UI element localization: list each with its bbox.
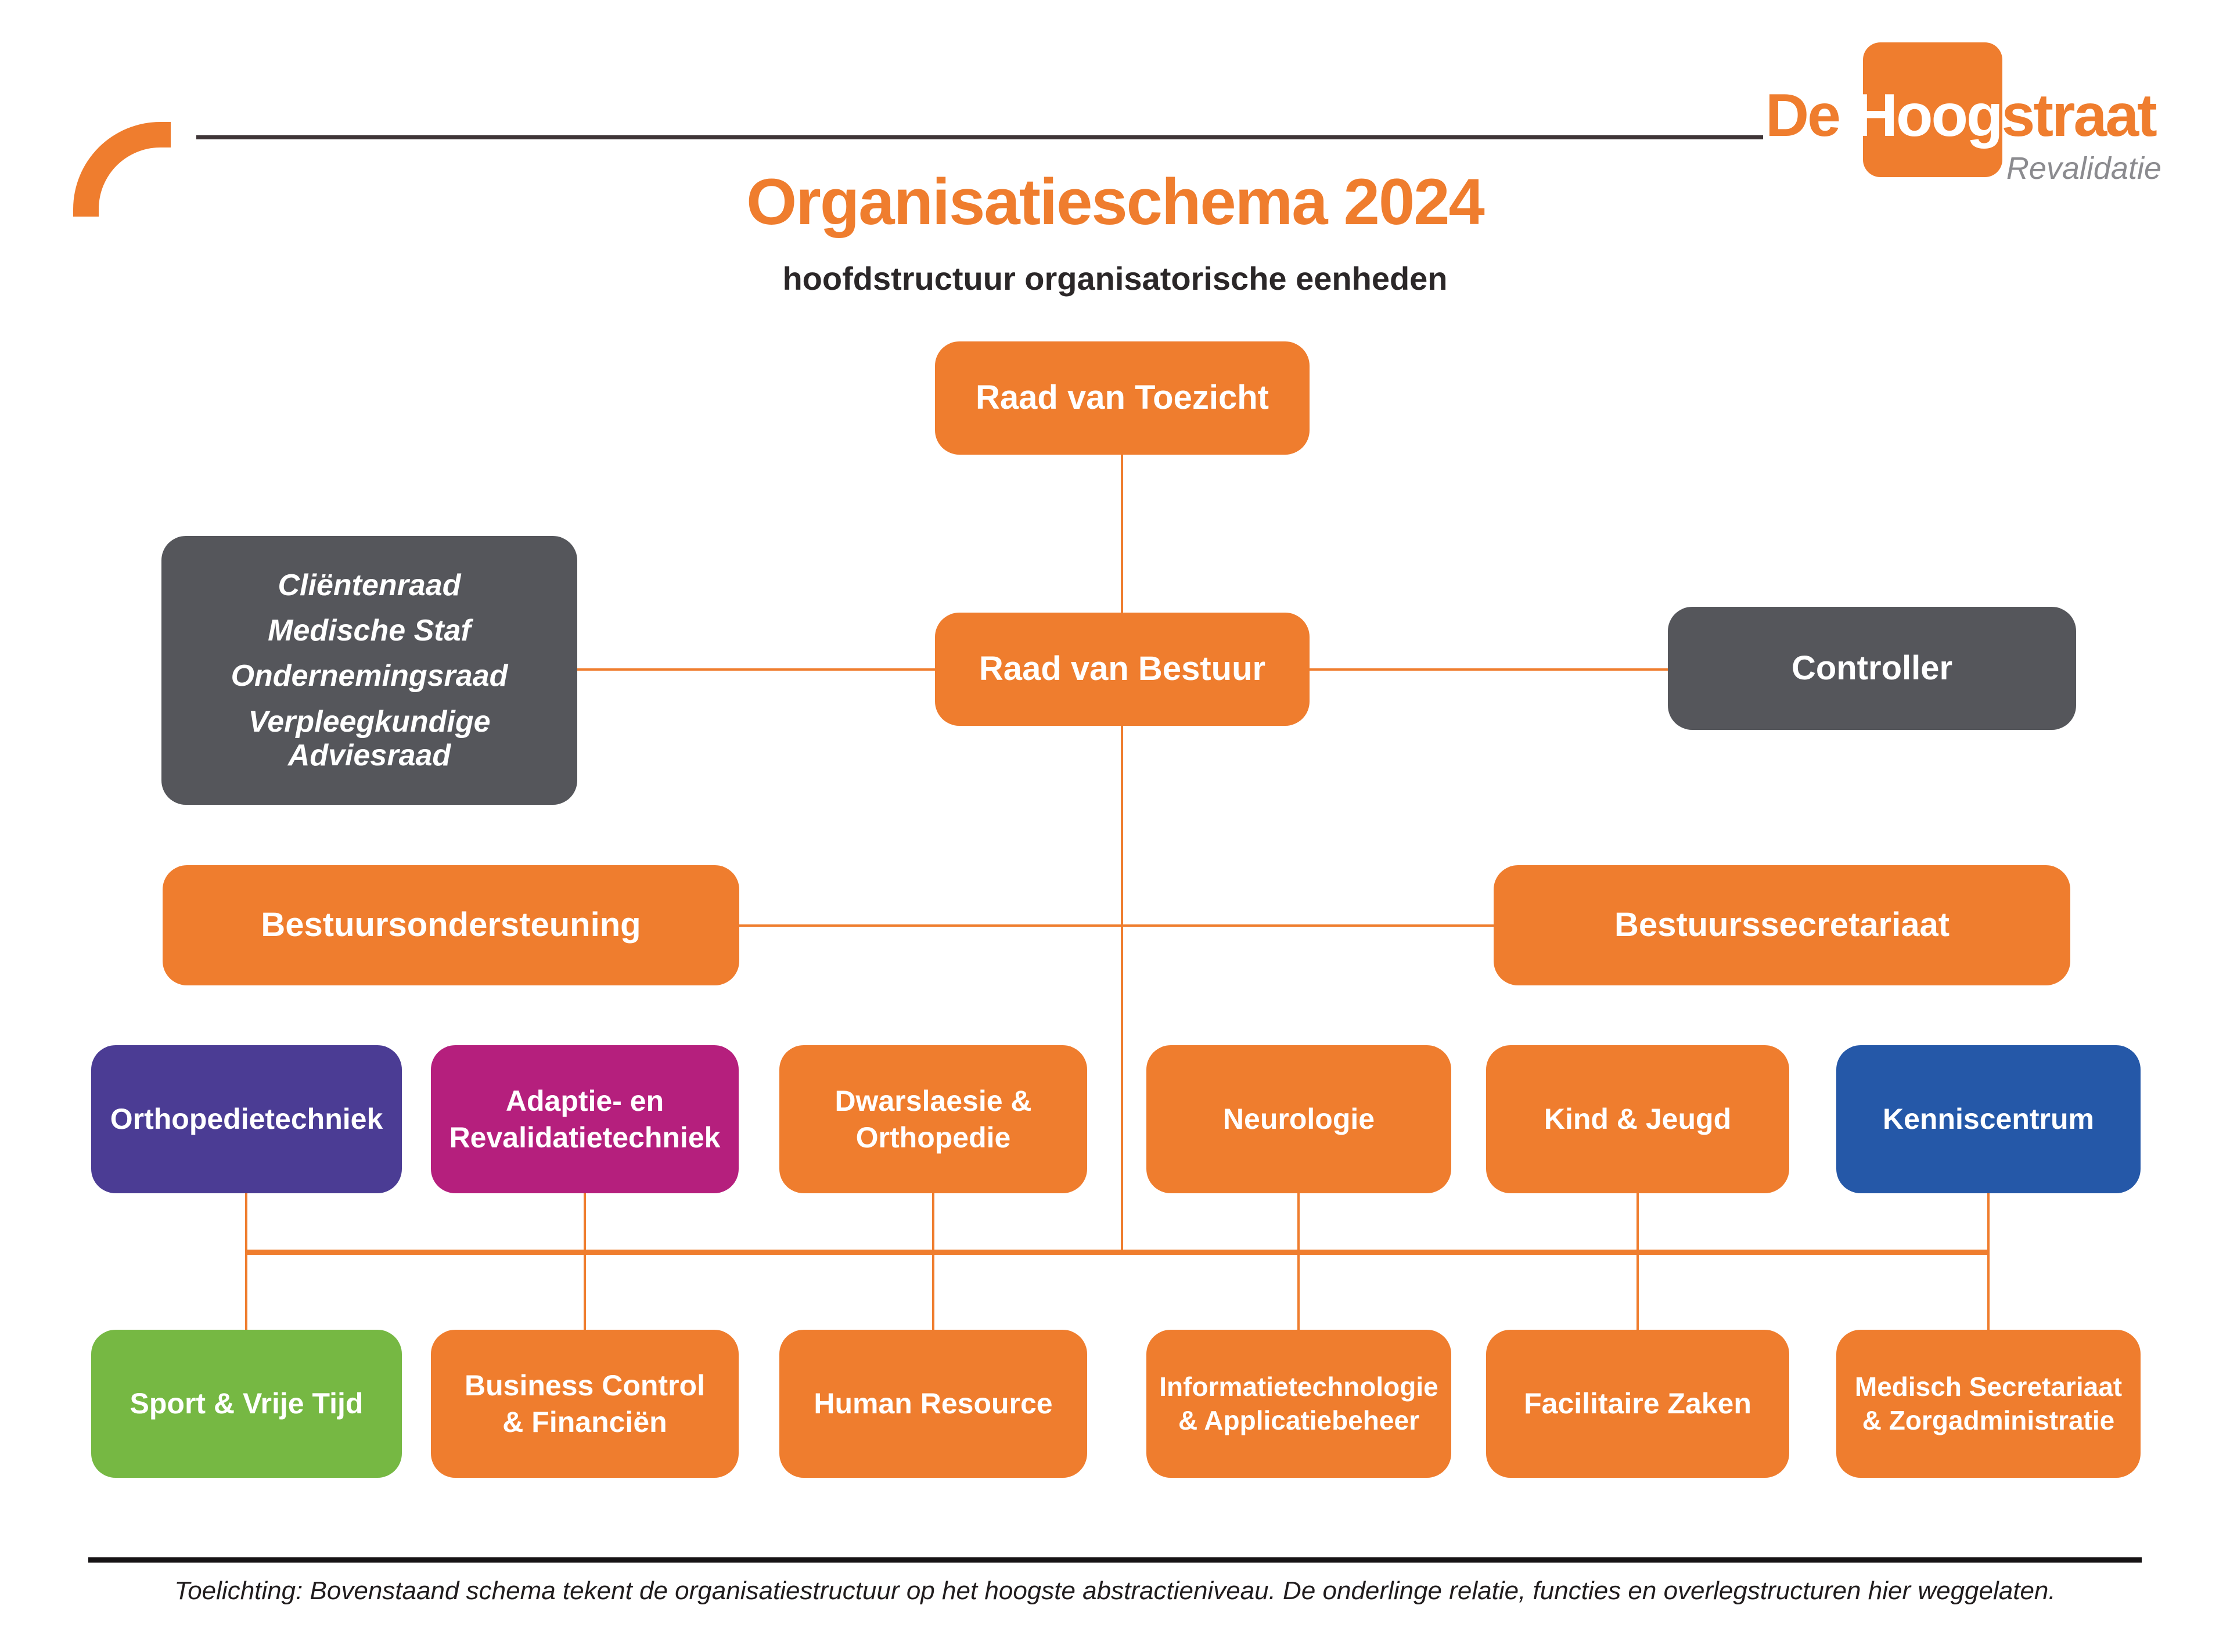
advisory-line-clientenraad: Cliëntenraad xyxy=(278,568,461,602)
bestuursondersteuning-label: Bestuursondersteuning xyxy=(261,906,641,944)
controller-label: Controller xyxy=(1791,649,1953,687)
business-control-financien-label: Business Control & Financiën xyxy=(465,1369,705,1438)
connector-column-4 xyxy=(1297,1193,1300,1330)
box-kenniscentrum: Kenniscentrum xyxy=(1836,1045,2141,1193)
box-advisory-bodies: Cliëntenraad Medische Staf Ondernemingsr… xyxy=(161,536,577,805)
box-bestuurssecretariaat: Bestuurssecretariaat xyxy=(1494,865,2070,985)
logo-word-de: De xyxy=(1765,82,1854,149)
footer-note: Toelichting: Bovenstaand schema tekent d… xyxy=(174,1577,2056,1605)
box-controller: Controller xyxy=(1668,607,2076,730)
box-dwarslaesie-orthopedie: Dwarslaesie & Orthopedie xyxy=(779,1045,1087,1193)
page-subtitle: hoofdstructuur organisatorische eenheden xyxy=(782,260,1448,297)
kenniscentrum-label: Kenniscentrum xyxy=(1883,1103,2094,1136)
medisch-secretariaat-zorgadministratie-label: Medisch Secretariaat & Zorgadministratie xyxy=(1854,1372,2123,1435)
box-facilitaire-zaken: Facilitaire Zaken xyxy=(1486,1330,1789,1478)
raad-van-toezicht-label: Raad van Toezicht xyxy=(976,379,1269,417)
connector-column-1 xyxy=(245,1193,247,1330)
box-neurologie: Neurologie xyxy=(1146,1045,1451,1193)
connector-column-3 xyxy=(932,1193,934,1330)
box-raad-van-bestuur: Raad van Bestuur xyxy=(935,613,1310,726)
sport-vrije-tijd-label: Sport & Vrije Tijd xyxy=(130,1387,364,1420)
connector-column-5 xyxy=(1636,1193,1639,1330)
box-kind-jeugd: Kind & Jeugd xyxy=(1486,1045,1789,1193)
human-resource-label: Human Resource xyxy=(814,1387,1053,1420)
facilitaire-zaken-label: Facilitaire Zaken xyxy=(1524,1387,1751,1420)
box-business-control-financien: Business Control & Financiën xyxy=(431,1330,739,1478)
connector-advisory-bestuur xyxy=(576,668,936,671)
box-medisch-secretariaat-zorgadministratie: Medisch Secretariaat & Zorgadministratie xyxy=(1836,1330,2141,1478)
box-orthopedietechniek: Orthopedietechniek xyxy=(91,1045,402,1193)
de-hoogstraat-logo: De Hoogstraat Revalidatie xyxy=(1765,32,2172,186)
box-informatietechnologie-applicatiebeheer: Informatietechnologie & Applicatiebeheer xyxy=(1146,1330,1451,1478)
advisory-line-ondernemingsraad: Ondernemingsraad xyxy=(231,659,508,693)
connector-support-row xyxy=(739,924,1494,927)
box-bestuursondersteuning: Bestuursondersteuning xyxy=(163,865,739,985)
bestuurssecretariaat-label: Bestuurssecretariaat xyxy=(1614,906,1950,944)
connector-toezicht-bestuur xyxy=(1121,453,1123,614)
page-title: Organisatieschema 2024 xyxy=(746,165,1485,238)
orthopedietechniek-label: Orthopedietechniek xyxy=(110,1103,383,1136)
connector-bestuur-controller xyxy=(1308,668,1668,671)
neurologie-label: Neurologie xyxy=(1222,1103,1375,1136)
box-adaptie-revalidatietechniek: Adaptie- en Revalidatietechniek xyxy=(431,1045,739,1193)
dwarslaesie-orthopedie-label: Dwarslaesie & Orthopedie xyxy=(835,1085,1032,1154)
connector-bus-horizontal xyxy=(245,1250,1990,1255)
advisory-line-medische-staf: Medische Staf xyxy=(268,614,471,648)
logo-word-straat: straat xyxy=(2001,82,2157,149)
logo-tagline: Revalidatie xyxy=(2006,151,2161,186)
logo-word-hoog: Hoog xyxy=(1854,82,2004,149)
box-human-resource: Human Resource xyxy=(779,1330,1087,1478)
raad-van-bestuur-label: Raad van Bestuur xyxy=(979,650,1266,688)
advisory-line-verpleegkundige-adviesraad: Verpleegkundige Adviesraad xyxy=(248,704,491,772)
kind-jeugd-label: Kind & Jeugd xyxy=(1544,1103,1732,1136)
informatietechnologie-applicatiebeheer-label: Informatietechnologie & Applicatiebeheer xyxy=(1159,1372,1438,1435)
footer-divider-line xyxy=(88,1557,2142,1563)
box-raad-van-toezicht: Raad van Toezicht xyxy=(935,341,1310,455)
box-sport-vrije-tijd: Sport & Vrije Tijd xyxy=(91,1330,402,1478)
connector-trunk-vertical xyxy=(1121,726,1123,1253)
connector-column-2 xyxy=(584,1193,586,1330)
logo-orange-square xyxy=(1863,42,2002,177)
connector-column-6 xyxy=(1987,1193,1990,1330)
logo-wordmark: De Hoogstraat xyxy=(1765,82,2157,149)
adaptie-revalidatietechniek-label: Adaptie- en Revalidatietechniek xyxy=(449,1085,721,1154)
header-divider-line xyxy=(196,135,1763,139)
